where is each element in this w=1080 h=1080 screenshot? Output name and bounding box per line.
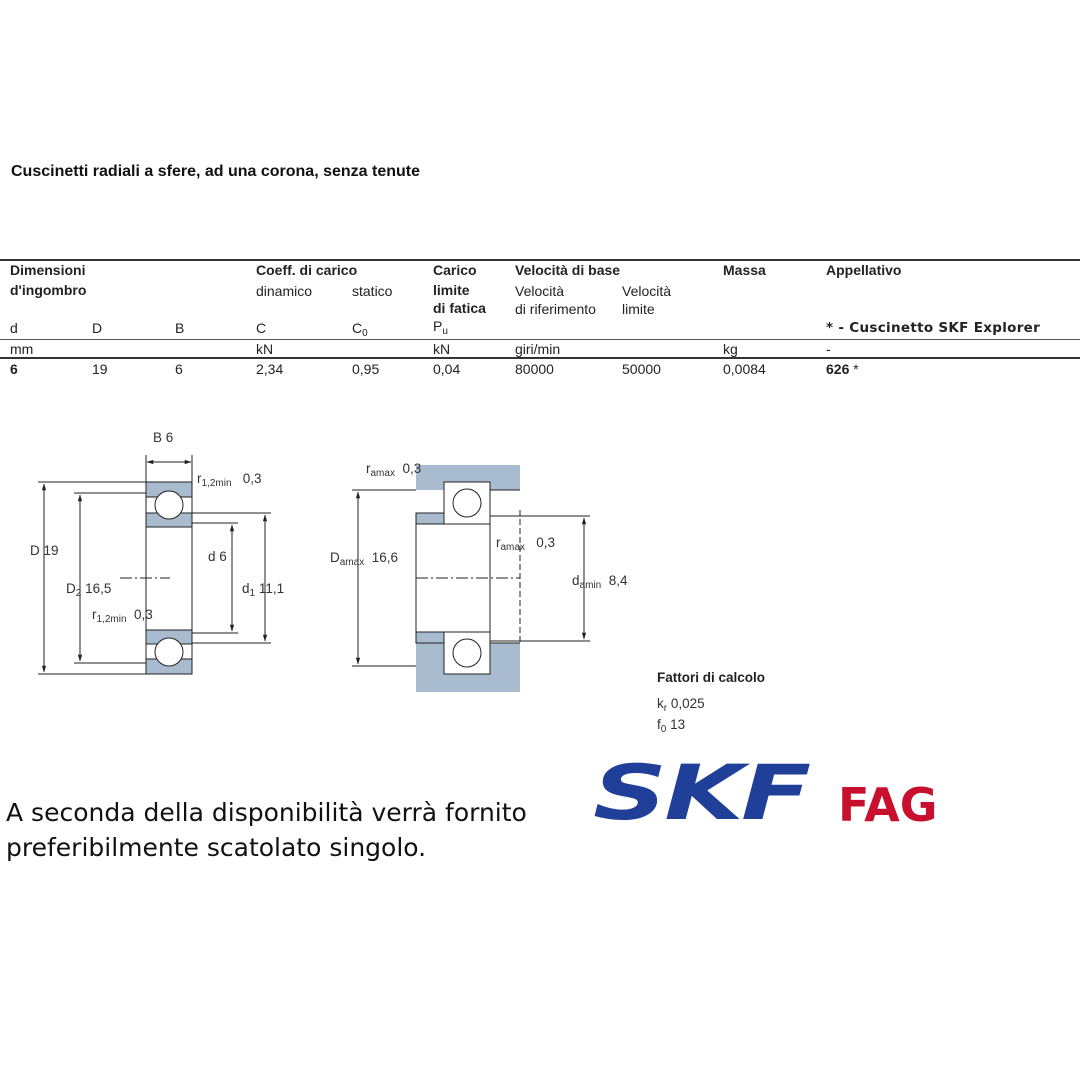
cell-appellativo: 626 * <box>826 361 859 377</box>
label-ra-mid: ramax 0,3 <box>496 535 555 553</box>
ra-value: 0,3 <box>536 535 555 550</box>
cell-C0: 0,95 <box>352 361 380 377</box>
da-value: 8,4 <box>608 573 628 588</box>
label-r12-top: r1,2min 0,3 <box>197 471 262 489</box>
D2-symbol: D <box>66 581 76 596</box>
da-sub: amin <box>579 580 602 591</box>
bearing-section-drawing <box>38 455 271 675</box>
mounting-drawing <box>352 465 590 692</box>
header-dimensioni: Dimensioni <box>10 262 86 278</box>
explorer-star: * <box>853 361 859 377</box>
fag-logo: FAG <box>838 778 938 832</box>
factor-f0: f0 13 <box>657 717 685 735</box>
D2-value: 16,5 <box>85 581 112 596</box>
unit-kN-2: kN <box>433 341 451 357</box>
label-D2: D2 16,5 <box>66 581 111 599</box>
label-ra-top: ramax 0,3 <box>366 461 421 479</box>
label-B: B 6 <box>153 430 174 445</box>
header-carico: Carico <box>433 262 477 278</box>
d1-sub: 1 <box>249 588 256 599</box>
unit-kg: kg <box>723 341 738 357</box>
unit-dash: - <box>826 341 831 357</box>
f0-value: 13 <box>670 717 686 732</box>
header-dingombro: d'ingombro <box>10 282 87 298</box>
ra-value: 0,3 <box>402 461 422 476</box>
header-vel-lim-1: Velocità <box>622 283 672 299</box>
r-value: 0,3 <box>242 471 262 486</box>
cell-d: 6 <box>10 361 18 377</box>
cell-D: 19 <box>92 361 108 377</box>
availability-note-line1: A seconda della disponibilità verrà forn… <box>6 798 527 827</box>
header-vel-rif-2: di riferimento <box>515 301 596 317</box>
header-vel-lim-2: limite <box>622 301 655 317</box>
kr-symbol: k <box>657 696 664 711</box>
f0-sub: 0 <box>660 724 667 735</box>
symbol-Pu-sub: u <box>442 326 448 337</box>
cell-Pu: 0,04 <box>433 361 461 377</box>
label-D: D 19 <box>30 543 59 558</box>
symbol-Pu: Pu <box>433 318 448 337</box>
cell-C: 2,34 <box>256 361 284 377</box>
r-symbol: r <box>197 471 202 486</box>
explorer-note: * - Cuscinetto SKF Explorer <box>826 320 1041 336</box>
da-symbol: d <box>572 573 580 588</box>
f0-symbol: f <box>657 717 661 732</box>
unit-kN-1: kN <box>256 341 274 357</box>
cell-B: 6 <box>175 361 183 377</box>
cell-vel-lim: 50000 <box>622 361 661 377</box>
symbol-C0-sub: 0 <box>362 328 368 339</box>
symbol-C0-main: C <box>352 320 363 336</box>
availability-note-line2: preferibilmente scatolato singolo. <box>6 833 427 862</box>
header-appellativo: Appellativo <box>826 262 902 278</box>
label-d1: d1 11,1 <box>242 581 284 599</box>
unit-mm: mm <box>10 341 34 357</box>
header-di-fatica: di fatica <box>433 300 486 316</box>
header-velocita: Velocità di base <box>515 262 621 278</box>
unit-speed: giri/min <box>515 341 561 357</box>
label-r12-bottom: r1,2min 0,3 <box>92 607 153 625</box>
symbol-C0: C0 <box>352 320 368 339</box>
d1-value: 11,1 <box>258 581 285 596</box>
symbol-C: C <box>256 320 267 336</box>
ra-symbol: r <box>366 461 371 476</box>
kr-value: 0,025 <box>670 696 705 711</box>
cell-massa: 0,0084 <box>723 361 766 377</box>
Da-sub: amax <box>339 557 365 568</box>
symbol-d: d <box>10 320 18 336</box>
kr-sub: r <box>663 703 668 714</box>
page-title: Cuscinetti radiali a sfere, ad una coron… <box>11 163 421 180</box>
r-sub: 1,2min <box>201 478 232 489</box>
label-d: d 6 <box>208 549 227 564</box>
table-bottom-rule <box>0 357 1080 359</box>
label-damin: damin 8,4 <box>572 573 628 591</box>
r-sub: 1,2min <box>96 614 127 625</box>
table-top-rule <box>0 259 1080 261</box>
d1-symbol: d <box>242 581 250 596</box>
Da-value: 16,6 <box>371 550 398 565</box>
header-statico: statico <box>352 283 393 299</box>
designation: 626 <box>826 361 850 377</box>
ra-sub: amax <box>500 542 525 553</box>
skf-logo: SKF <box>593 748 811 837</box>
symbol-Pu-main: P <box>433 318 443 334</box>
cell-vel-rif: 80000 <box>515 361 554 377</box>
factors-title: Fattori di calcolo <box>657 670 766 685</box>
table-mid-rule <box>0 339 1080 340</box>
header-massa: Massa <box>723 262 766 278</box>
header-limite: limite <box>433 282 470 298</box>
header-vel-rif-1: Velocità <box>515 283 565 299</box>
header-coeff: Coeff. di carico <box>256 262 358 278</box>
factor-kr: kr 0,025 <box>657 696 705 714</box>
symbol-D: D <box>92 320 103 336</box>
header-dinamico: dinamico <box>256 283 313 299</box>
r-value: 0,3 <box>134 607 153 622</box>
r-symbol: r <box>92 607 97 622</box>
label-Damax: Damax 16,6 <box>330 550 398 568</box>
ra-sub: amax <box>370 468 395 479</box>
ra-symbol: r <box>496 535 501 550</box>
symbol-B: B <box>175 320 185 336</box>
Da-symbol: D <box>330 550 340 565</box>
D2-sub: 2 <box>75 588 82 599</box>
